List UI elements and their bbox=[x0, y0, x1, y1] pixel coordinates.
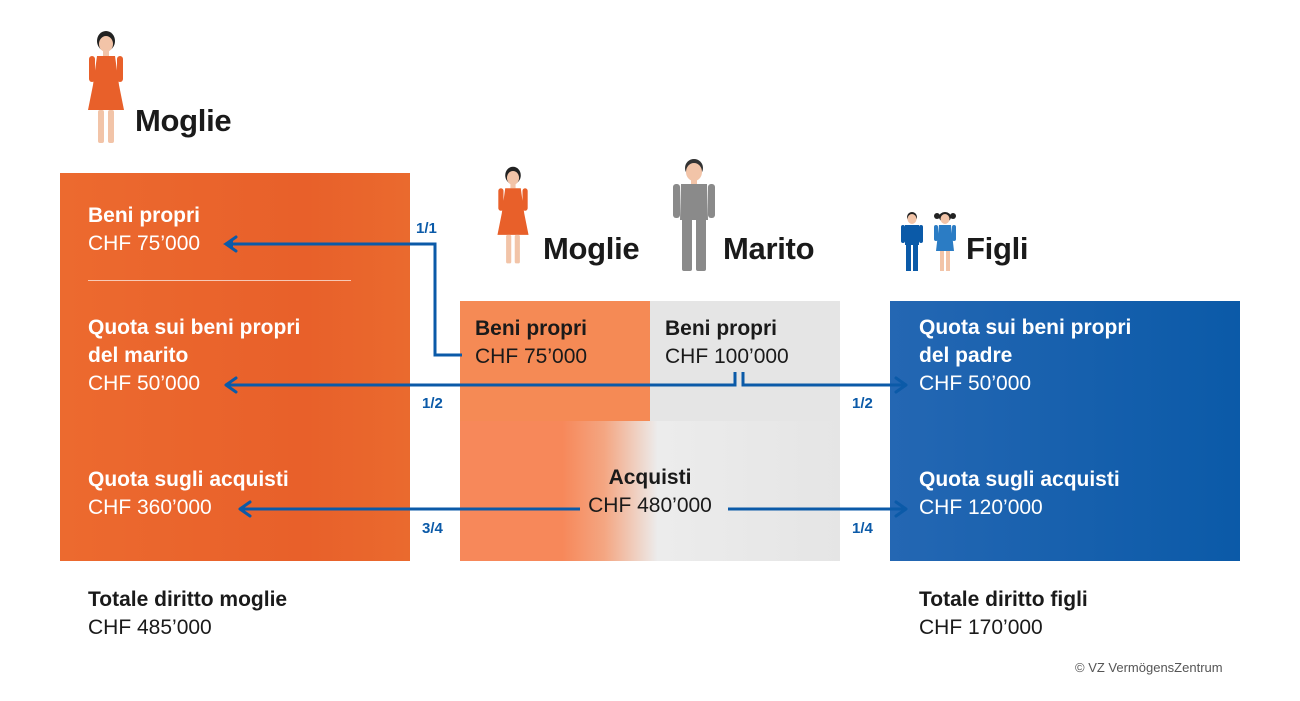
mid-wife-own: Beni propri CHF 75’000 bbox=[475, 315, 588, 371]
mid-husband-own-label: Beni propri bbox=[665, 317, 778, 340]
kids-father-share-value: CHF 50’000 bbox=[919, 372, 1032, 395]
kids-acq-share-label: Quota sugli acquisti bbox=[919, 468, 1120, 491]
wife-figure-icon bbox=[88, 31, 124, 143]
mid-wife-own-label: Beni propri bbox=[475, 317, 588, 340]
mid-acquisitions-value: CHF 480’000 bbox=[588, 494, 712, 517]
mid-acquisitions-label: Acquisti bbox=[608, 466, 692, 489]
kids-acq-share: Quota sugli acquisti CHF 120’000 bbox=[919, 466, 1120, 522]
kids-acq-share-value: CHF 120’000 bbox=[919, 496, 1043, 519]
mid-husband-own-value: CHF 100’000 bbox=[665, 345, 789, 368]
fraction-wife-husband-half: 1/2 bbox=[422, 395, 443, 412]
husband-figure-icon bbox=[673, 159, 715, 271]
wife-husband-share-label-1: Quota sui beni propri bbox=[88, 316, 301, 339]
heading-children: Figli bbox=[966, 231, 1029, 266]
wife-husband-share-value: CHF 50’000 bbox=[88, 372, 201, 395]
heading-wife-top: Moglie bbox=[135, 103, 232, 138]
husband-own-goods-box bbox=[650, 301, 840, 421]
fraction-wife-acq: 3/4 bbox=[422, 520, 443, 537]
mid-wife-own-value: CHF 75’000 bbox=[475, 343, 588, 371]
wife-own-goods-label: Beni propri bbox=[88, 204, 201, 227]
kids-total-label: Totale diritto figli bbox=[919, 588, 1088, 611]
boy-figure-icon bbox=[901, 212, 923, 271]
girl-figure-icon bbox=[934, 212, 956, 271]
fraction-kids-acq: 1/4 bbox=[852, 520, 873, 537]
kids-total-value: CHF 170’000 bbox=[919, 616, 1043, 639]
fraction-kids-husband-half: 1/2 bbox=[852, 395, 873, 412]
wife-total: Totale diritto moglie CHF 485’000 bbox=[88, 586, 287, 642]
mid-husband-own: Beni propri CHF 100’000 bbox=[665, 315, 789, 371]
wife-box-divider bbox=[88, 280, 351, 281]
wife-husband-share: Quota sui beni propri del marito CHF 50’… bbox=[88, 314, 300, 398]
kids-father-share-label-1: Quota sui beni propri bbox=[919, 316, 1132, 339]
wife-own-goods-value: CHF 75’000 bbox=[88, 232, 201, 255]
arrow-husband-to-kids bbox=[741, 372, 906, 387]
children-entitlement-box bbox=[890, 301, 1240, 561]
kids-total: Totale diritto figli CHF 170’000 bbox=[919, 586, 1088, 642]
arrow-husband-to-wife bbox=[226, 372, 737, 387]
fraction-wife-own: 1/1 bbox=[416, 220, 437, 237]
wife-own-goods: Beni propri CHF 75’000 bbox=[88, 202, 200, 258]
wife-acq-share: Quota sugli acquisti CHF 360’000 bbox=[88, 466, 289, 522]
wife-figure-mid-icon bbox=[497, 166, 529, 264]
wife-total-value: CHF 485’000 bbox=[88, 616, 212, 639]
wife-total-label: Totale diritto moglie bbox=[88, 588, 288, 611]
mid-acquisitions: Acquisti CHF 480’000 bbox=[560, 464, 740, 520]
arrow-wife-own bbox=[223, 239, 462, 357]
wife-acq-share-value: CHF 360’000 bbox=[88, 496, 212, 519]
acquisitions-box bbox=[460, 421, 840, 561]
wife-husband-share-label-2: del marito bbox=[88, 344, 189, 367]
copyright-notice: © VZ VermögensZentrum bbox=[1075, 660, 1223, 675]
kids-father-share: Quota sui beni propri del padre CHF 50’0… bbox=[919, 314, 1131, 398]
kids-father-share-label-2: del padre bbox=[919, 344, 1013, 367]
wife-acq-share-label: Quota sugli acquisti bbox=[88, 468, 289, 491]
heading-wife-mid: Moglie bbox=[543, 231, 640, 266]
heading-husband: Marito bbox=[723, 231, 815, 266]
